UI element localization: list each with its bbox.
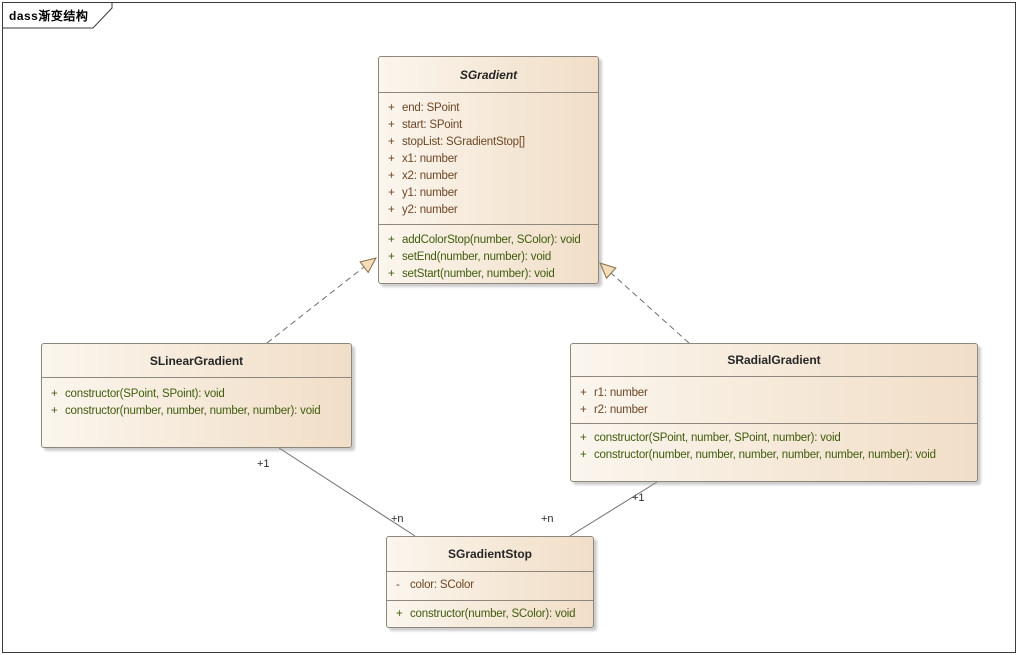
operation-row: + constructor(SPoint, SPoint): void [42,386,351,403]
generalization-line-sradialgradient-sgradient[interactable] [610,272,690,344]
visibility-marker: + [580,432,587,444]
multiplicity-label: +1 [257,458,270,470]
multiplicity-label: +1 [632,492,645,504]
visibility-marker: + [388,136,395,148]
attribute-signature: y1: number [402,187,458,199]
visibility-marker: + [388,102,395,114]
attribute-signature: stopList: SGradientStop[] [402,136,525,148]
operation-signature: setEnd(number, number): void [402,251,552,263]
generalization-arrowhead-icon [359,257,377,274]
operation-signature: constructor(number, number, number, numb… [65,405,321,417]
visibility-marker: + [388,153,395,165]
operation-row: + constructor(number, number, number, nu… [42,403,351,420]
class-box-slineargradient[interactable]: SLinearGradient + constructor(SPoint, SP… [41,343,352,448]
generalization-arrowhead-icon [599,262,617,280]
attribute-signature: r1: number [594,387,648,399]
attribute-signature: end: SPoint [402,102,460,114]
attribute-signature: r2: number [594,404,648,416]
visibility-marker: + [388,204,395,216]
visibility-marker: + [580,404,587,416]
operation-signature: setStart(number, number): void [402,268,555,280]
association-line-sradialgradient-sgradientstop[interactable] [569,481,658,537]
visibility-marker: + [388,170,395,182]
operations-compartment: + constructor(SPoint, SPoint): void + co… [42,378,351,447]
operation-row: + constructor(number, SColor): void [387,606,593,623]
visibility-marker: + [396,608,403,620]
generalization-line-slineargradient-sgradient[interactable] [266,266,365,344]
visibility-marker: + [388,234,395,246]
operation-row: + setStart(number, number): void [379,266,598,283]
frame-label: dass渐变结构 [9,9,89,23]
attribute-row: + x2: number [379,168,598,185]
operation-signature: constructor(number, SColor): void [410,608,576,620]
visibility-marker: + [388,119,395,131]
multiplicity-label: +n [391,513,404,525]
operation-row: + setEnd(number, number): void [379,249,598,266]
attribute-row: + stopList: SGradientStop[] [379,134,598,151]
class-title: SRadialGradient [571,344,977,377]
attribute-row: + y2: number [379,202,598,219]
attribute-row: + r1: number [571,385,977,402]
attribute-row: + x1: number [379,151,598,168]
class-title: SGradientStop [387,537,593,572]
class-box-sradialgradient[interactable]: SRadialGradient + r1: number + r2: numbe… [570,343,978,482]
operation-signature: constructor(number, number, number, numb… [594,449,936,461]
attribute-row: - color: SColor [387,577,593,594]
class-box-sgradientstop[interactable]: SGradientStop - color: SColor + construc… [386,536,594,628]
class-title: SGradient [379,57,598,93]
frame-tab [2,2,113,29]
association-line-slineargradient-sgradientstop[interactable] [278,447,416,537]
visibility-marker: + [51,388,58,400]
attribute-row: + end: SPoint [379,100,598,117]
operation-row: + constructor(number, number, number, nu… [571,447,977,464]
visibility-marker: + [51,405,58,417]
class-box-sgradient[interactable]: SGradient + end: SPoint + start: SPoint … [378,56,599,284]
visibility-marker: - [396,579,400,591]
visibility-marker: + [388,251,395,263]
class-title: SLinearGradient [42,344,351,378]
visibility-marker: + [388,268,395,280]
attribute-signature: color: SColor [410,579,474,591]
visibility-marker: + [580,449,587,461]
operations-compartment: + constructor(number, SColor): void [387,601,593,627]
attribute-signature: start: SPoint [402,119,463,131]
operation-signature: addColorStop(number, SColor): void [402,234,581,246]
attribute-signature: x1: number [402,153,458,165]
attributes-compartment: - color: SColor [387,572,593,601]
operation-signature: constructor(SPoint, SPoint): void [65,388,225,400]
attribute-signature: x2: number [402,170,458,182]
attribute-signature: y2: number [402,204,458,216]
attribute-row: + y1: number [379,185,598,202]
attributes-compartment: + end: SPoint + start: SPoint + stopList… [379,93,598,225]
multiplicity-label: +n [541,513,554,525]
visibility-marker: + [580,387,587,399]
attribute-row: + r2: number [571,402,977,419]
operations-compartment: + addColorStop(number, SColor): void + s… [379,225,598,283]
attributes-compartment: + r1: number + r2: number [571,377,977,424]
operation-row: + addColorStop(number, SColor): void [379,232,598,249]
operation-signature: constructor(SPoint, number, SPoint, numb… [594,432,841,444]
operations-compartment: + constructor(SPoint, number, SPoint, nu… [571,424,977,481]
attribute-row: + start: SPoint [379,117,598,134]
operation-row: + constructor(SPoint, number, SPoint, nu… [571,430,977,447]
visibility-marker: + [388,187,395,199]
